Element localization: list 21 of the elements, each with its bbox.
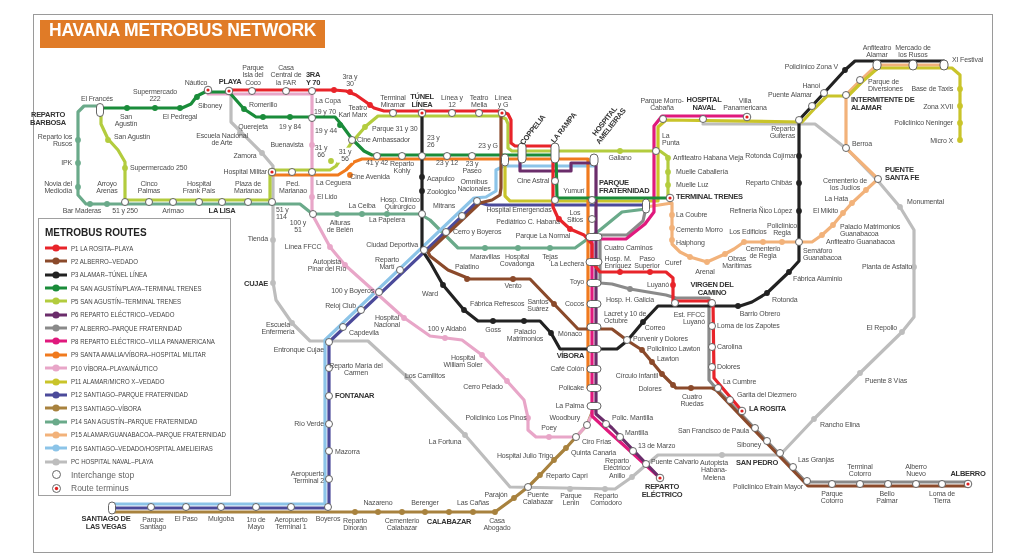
legend-text: P1 LA ROSITA–PLAYA: [71, 243, 134, 253]
legend-text: P7 ALBERRO–PARQUE FRATERNIDAD: [71, 323, 182, 333]
legend-text: P16 SANTIAGO–VEDADO/HOSPITAL AMELIEIRAS: [71, 443, 213, 453]
legend-text: Interchange stop: [71, 469, 135, 480]
map-title: HAVANA METROBUS NETWORK: [40, 20, 326, 48]
legend-text: Route terminus: [71, 483, 129, 494]
legend-text: P12 SANTIAGO–PARQUE FRATERNIDAD: [71, 390, 188, 400]
legend-text: P9 SANTA AMALIA/VÍBORA–HOSPITAL MILITAR: [71, 350, 206, 360]
legend-text: P3 ALAMAR–TÚNEL LÍNEA: [71, 270, 148, 280]
legend-text: P4 SAN AGUSTÍN/PLAYA–TERMINAL TRENES: [71, 283, 202, 293]
legend-text: P5 SAN AGUSTÍN–TERMINAL TRENES: [71, 296, 182, 306]
legend-heading: METROBUS ROUTES: [45, 226, 147, 238]
legend-text: P8 REPARTO ELÉCTRICO–VILLA PANAMERICANA: [71, 336, 215, 346]
legend-text: P13 SANTIAGO–VÍBORA: [71, 403, 142, 413]
legend-text: P15 ALAMAR/GUANABACOA–PARQUE FRATERNIDAD: [71, 430, 226, 440]
legend-text: PC HOSPITAL NAVAL–PLAYA: [71, 457, 154, 467]
legend-text: P2 ALBERRO–VEDADO: [71, 256, 138, 266]
legend-text: P11 ALAMAR/MICRO X–VEDADO: [71, 377, 165, 386]
legend-text: P10 VÍBORA–PLAYA/NÁUTICO: [71, 363, 158, 373]
legend-text: P14 SAN AGUSTÍN–PARQUE FRATERNIDAD: [71, 417, 198, 427]
legend-text: P6 REPARTO ELÉCTRICO–VEDADO: [71, 310, 175, 320]
